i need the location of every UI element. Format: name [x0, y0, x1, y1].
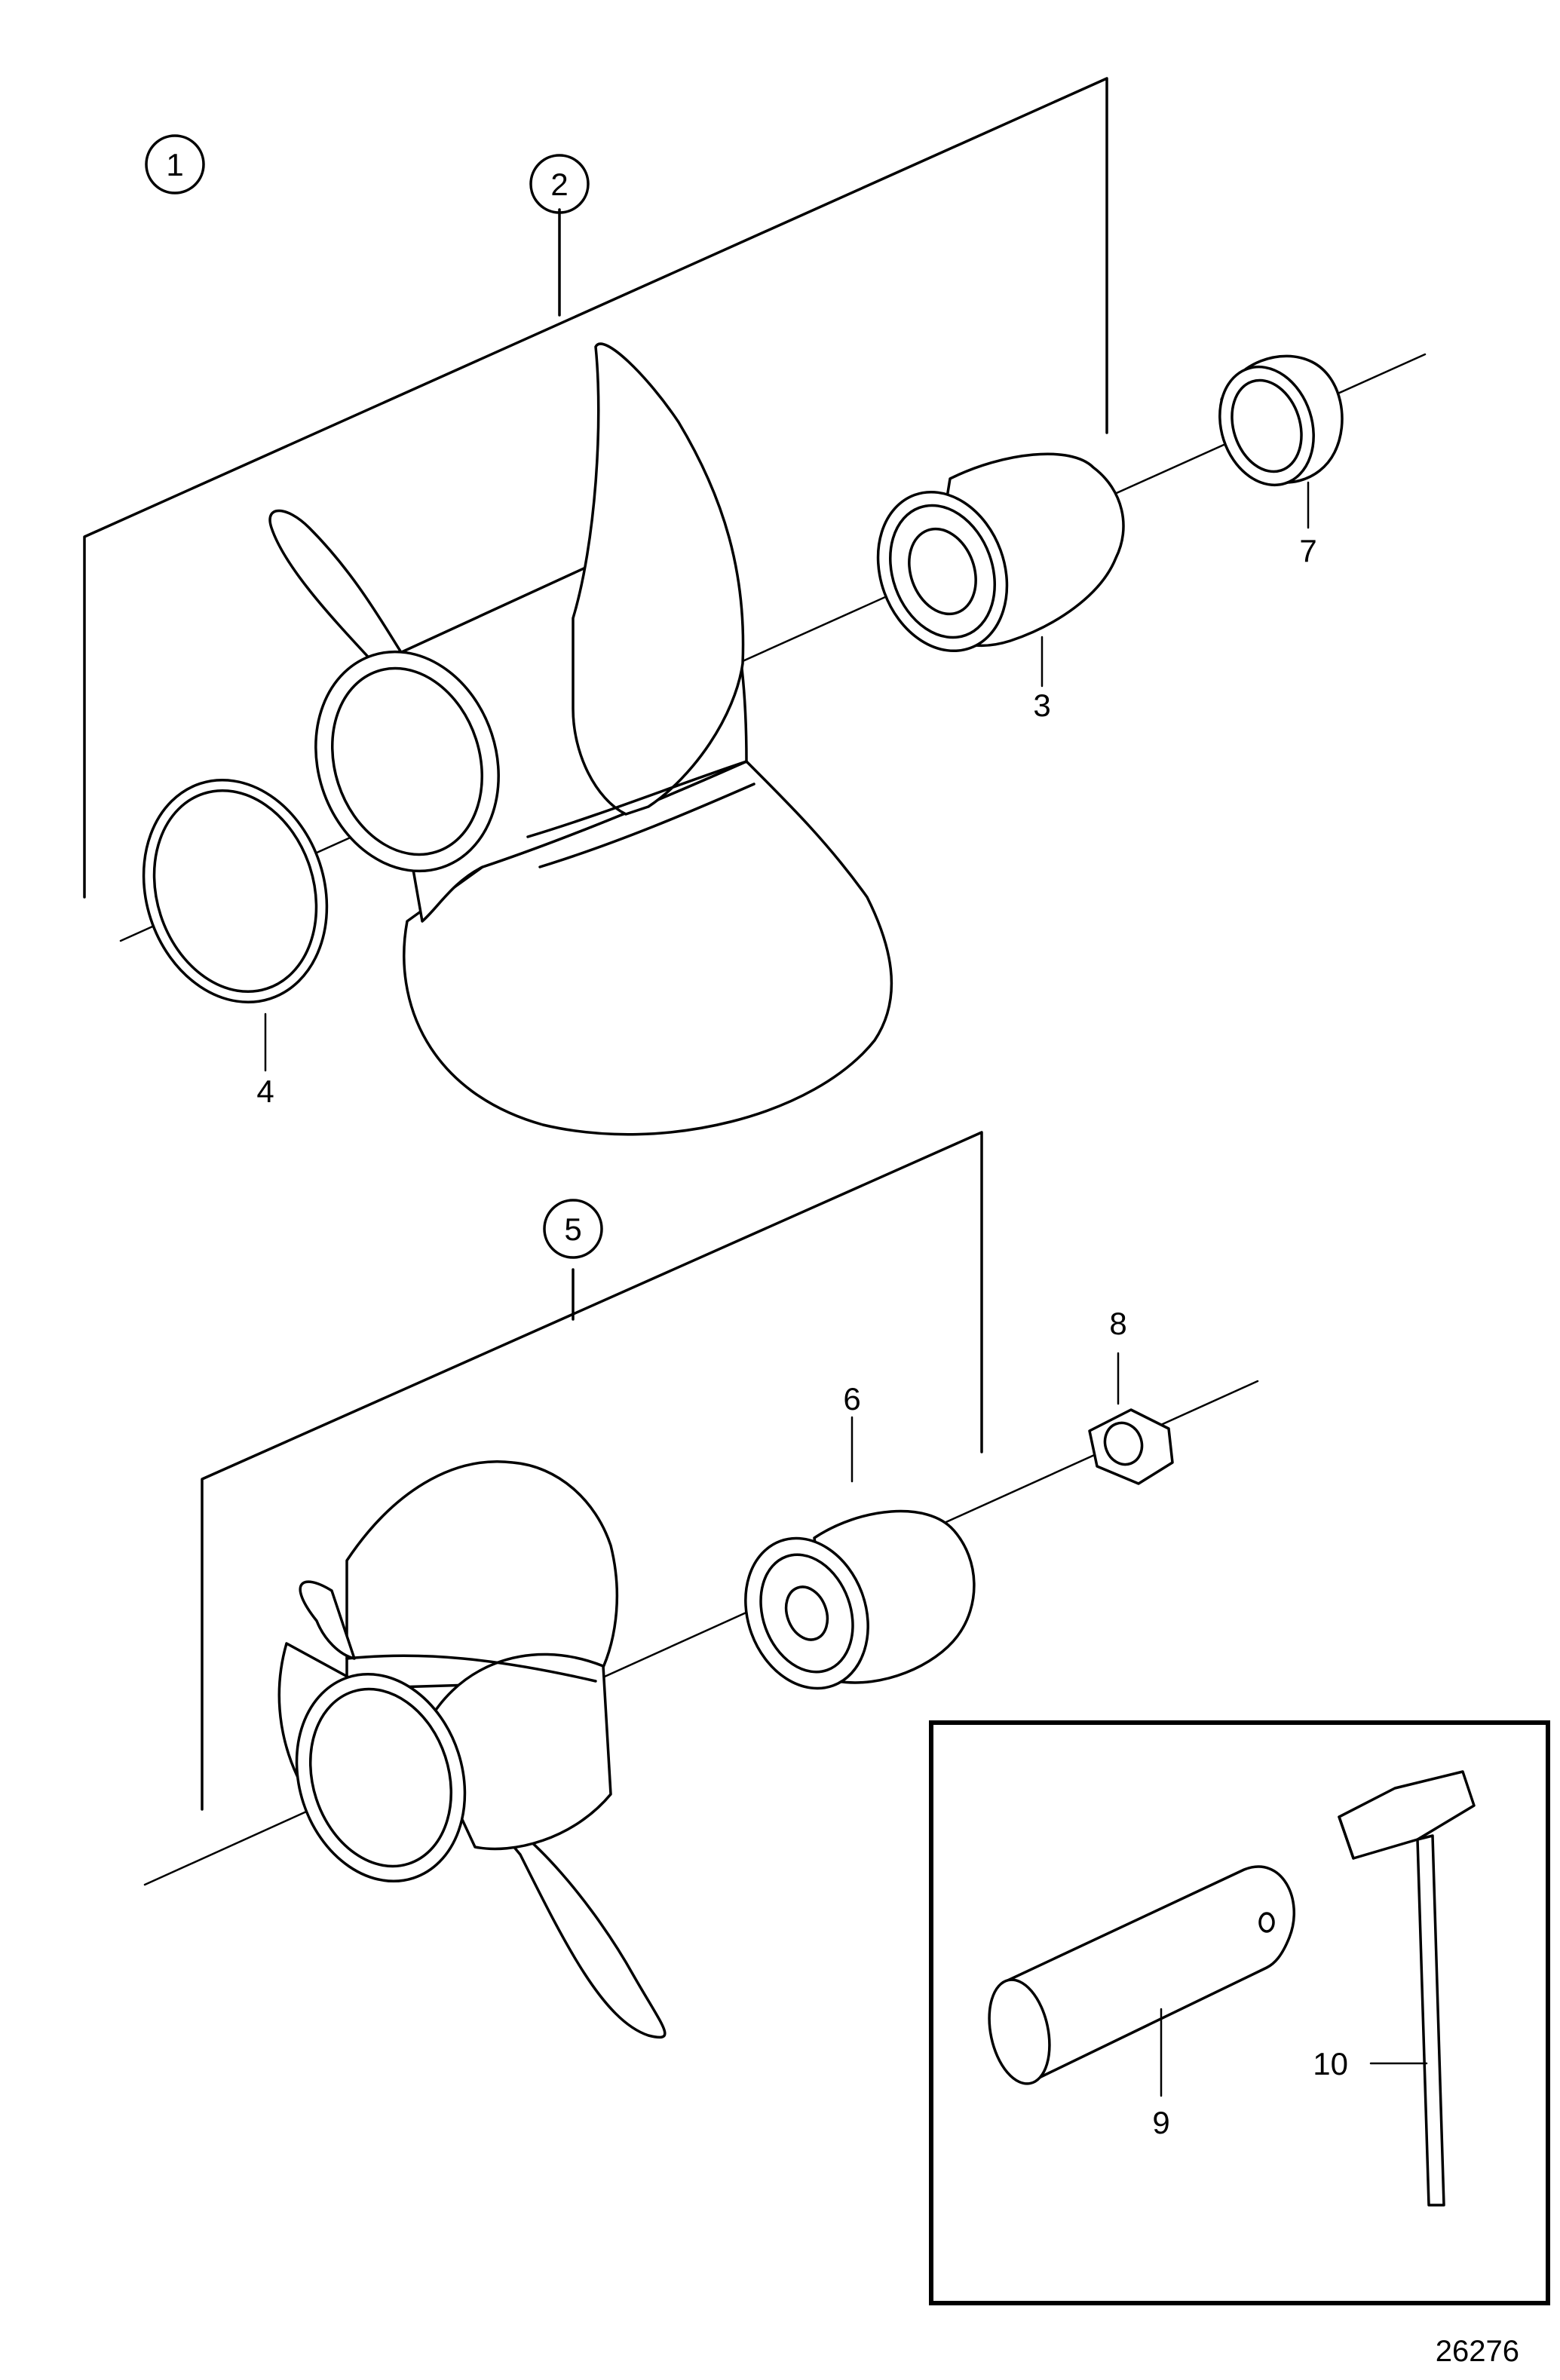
- bottom-propeller: [277, 1460, 667, 2039]
- part-9-sleeve-tool: [988, 1865, 1296, 2097]
- part-7-sleeve: [1218, 354, 1344, 529]
- circled-label-5: 5: [543, 1199, 603, 1259]
- part-6-hub-insert: [744, 1416, 976, 1690]
- callout-9: 9: [1152, 2105, 1169, 2140]
- top-propeller: [268, 342, 893, 1136]
- callout-6: 6: [843, 1381, 860, 1417]
- tools-inset: [929, 1720, 1550, 2305]
- callout-8: 8: [1109, 1306, 1126, 1341]
- svg-text:1: 1: [166, 147, 183, 182]
- callout-4: 4: [256, 1074, 274, 1109]
- callout-3: 3: [1033, 688, 1050, 723]
- callout-7: 7: [1299, 533, 1316, 568]
- top-assembly-bracket: [83, 77, 1108, 899]
- bottom-assembly-bracket: [201, 1131, 983, 1811]
- circled-label-1: 1: [145, 134, 205, 195]
- svg-text:5: 5: [564, 1211, 581, 1247]
- svg-text:2: 2: [550, 167, 568, 202]
- part-4-ring: [142, 779, 329, 1072]
- drawing-number: 26276: [1436, 2335, 1519, 2368]
- part-8-nut: [1088, 1352, 1174, 1485]
- callout-10: 10: [1313, 2046, 1348, 2081]
- top-shaft-axis: [119, 353, 1427, 942]
- part-3-hub-insert: [876, 452, 1125, 688]
- circled-label-2: 2: [529, 154, 590, 214]
- part-10-t-handle-tool: [1338, 1770, 1476, 2207]
